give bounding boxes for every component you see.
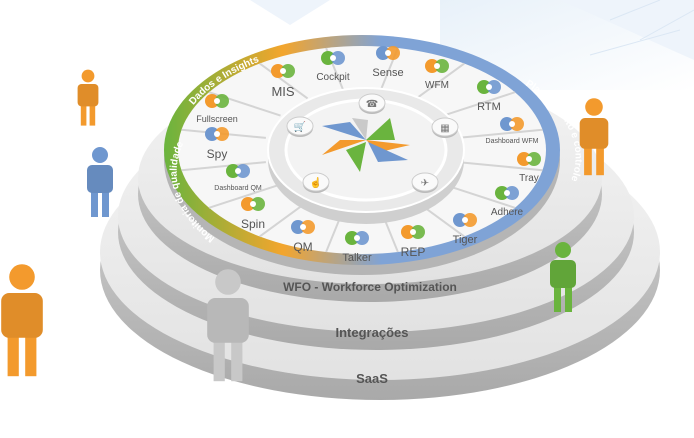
touch-icon: ☝ <box>302 172 330 193</box>
module-label: Adhere <box>491 207 524 218</box>
module-label: Fullscreen <box>196 114 238 124</box>
module-label: Tiger <box>453 234 478 246</box>
module-label: Cockpit <box>316 72 350 83</box>
tray-icon <box>517 152 541 166</box>
ring-divider <box>458 161 543 172</box>
svg-text:🛒: 🛒 <box>294 120 306 133</box>
module-mis[interactable]: MIS <box>271 64 295 99</box>
module-tray[interactable]: Tray <box>517 152 541 184</box>
cube-icon <box>271 64 295 78</box>
layer-saas-label: SaaS <box>356 371 388 386</box>
svg-text:☝: ☝ <box>310 176 322 189</box>
module-wfm[interactable]: WFM <box>425 59 449 91</box>
play-icon <box>205 94 229 108</box>
module-label: Talker <box>342 252 372 264</box>
ring-divider <box>259 62 309 100</box>
module-spy[interactable]: Spy <box>205 127 229 161</box>
module-label: Spy <box>207 147 228 161</box>
module-fullscreen[interactable]: Fullscreen <box>196 94 238 124</box>
airplane-icon: ✈ <box>411 172 439 193</box>
layer-integracoes-label: Integrações <box>336 325 409 340</box>
people-check-icon <box>401 225 425 239</box>
module-label: Dashboard WFM <box>486 138 539 145</box>
module-label: MIS <box>271 84 294 99</box>
ring-divider <box>443 91 516 117</box>
factory-icon: ▦ <box>431 117 459 138</box>
person-figure <box>77 69 99 126</box>
person-figure <box>1 264 43 377</box>
ring-divider <box>458 128 543 139</box>
ring-divider <box>259 200 309 238</box>
eye-icon <box>376 46 400 60</box>
svg-text:☎: ☎ <box>366 99 378 110</box>
person-figure <box>87 147 113 217</box>
module-sense[interactable]: Sense <box>372 46 404 79</box>
module-label: Dashboard QM <box>214 185 262 192</box>
module-label: Tray <box>519 173 539 184</box>
module-adhere[interactable]: Adhere <box>491 186 524 218</box>
ring-divider <box>443 183 516 209</box>
module-label: Sense <box>372 67 403 79</box>
ring-divider <box>415 62 465 100</box>
module-label: WFM <box>425 80 449 91</box>
module-cockpit[interactable]: Cockpit <box>316 51 350 83</box>
module-rtm[interactable]: RTM <box>477 80 501 113</box>
module-label: REP <box>401 245 426 259</box>
phone-icon: ☎ <box>358 93 386 114</box>
cart-icon: 🛒 <box>286 116 314 137</box>
module-label: QM <box>293 240 312 254</box>
module-talker[interactable]: Talker <box>342 231 372 264</box>
stopwatch-check-icon <box>495 186 519 200</box>
center-hub: ☎ ▦ ✈ ☝ 🛒 <box>267 87 465 224</box>
gauge-icon <box>500 117 524 131</box>
module-label: Spin <box>241 217 265 231</box>
module-dashboard-qm[interactable]: Dashboard QM <box>214 164 262 192</box>
module-rep[interactable]: REP <box>401 225 426 259</box>
ring-divider <box>181 161 266 172</box>
target-icon <box>291 220 315 234</box>
module-dashboard-wfm[interactable]: Dashboard WFM <box>486 117 539 145</box>
gauge-icon <box>226 164 250 178</box>
magnifier-icon <box>205 127 229 141</box>
module-label: RTM <box>477 101 501 113</box>
module-qm[interactable]: QM <box>291 220 315 254</box>
layer-wfo-label: WFO - Workforce Optimization <box>283 280 457 294</box>
tiger-swirl-icon <box>453 213 477 227</box>
module-spin[interactable]: Spin <box>241 197 265 231</box>
chart-icon <box>321 51 345 65</box>
module-tiger[interactable]: Tiger <box>453 213 478 246</box>
ring-divider <box>208 183 281 209</box>
person-figure <box>579 98 609 176</box>
person-figure <box>207 269 249 382</box>
svg-text:▦: ▦ <box>440 123 449 134</box>
svg-text:✈: ✈ <box>421 178 429 189</box>
lifebuoy-icon <box>477 80 501 94</box>
people-orbit-icon <box>241 197 265 211</box>
person-figure <box>550 242 576 312</box>
pinwheel-logo <box>322 118 410 172</box>
chat-bubbles-icon <box>345 231 369 245</box>
puzzle-icon <box>425 59 449 73</box>
